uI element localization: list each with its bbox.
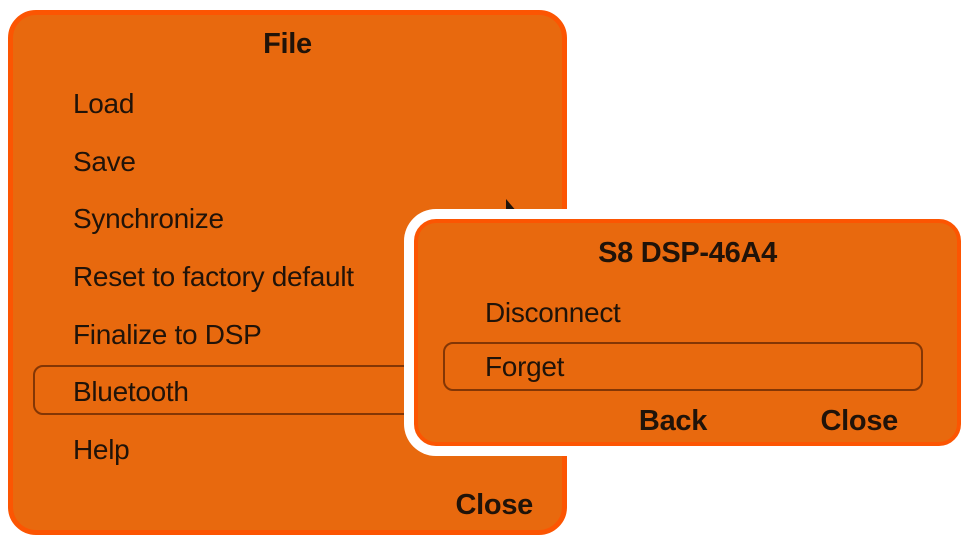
dialog-item-disconnect[interactable]: Disconnect <box>485 297 621 328</box>
menu-item-label: Bluetooth <box>73 376 189 408</box>
menu-item-save[interactable]: Save <box>13 133 562 191</box>
menu-item-label: Synchronize <box>73 203 224 235</box>
menu-item-label: Save <box>73 145 136 177</box>
dialog-close-button[interactable]: Close <box>820 405 899 437</box>
menu-item-load[interactable]: Load <box>13 75 562 133</box>
menu-item-label: Reset to factory default <box>73 260 354 292</box>
menu-item-label: Help <box>73 433 130 465</box>
menu-item-finalize-to-dsp[interactable]: Finalize to DSP <box>13 306 562 364</box>
file-menu-title: File <box>263 28 312 60</box>
menu-item-reset-to-factory-default[interactable]: Reset to factory default <box>13 248 562 306</box>
dialog-back-button[interactable]: Back <box>638 405 708 437</box>
file-menu-close-button[interactable]: Close <box>455 489 534 521</box>
selection-outline <box>443 342 923 391</box>
bluetooth-device-dialog-title: S8 DSP-46A4 <box>598 237 777 269</box>
menu-item-label: Finalize to DSP <box>73 318 262 350</box>
file-menu-items: Load Save Synchronize Reset to factory d… <box>13 75 562 479</box>
dialog-item-forget[interactable]: Forget <box>485 351 565 382</box>
bluetooth-device-dialog: S8 DSP-46A4 Disconnect Forget Back Close <box>414 219 961 446</box>
menu-item-label: Load <box>73 87 135 119</box>
menu-item-help[interactable]: Help <box>13 421 562 479</box>
bluetooth-device-dialog-halo: S8 DSP-46A4 Disconnect Forget Back Close <box>404 209 971 456</box>
